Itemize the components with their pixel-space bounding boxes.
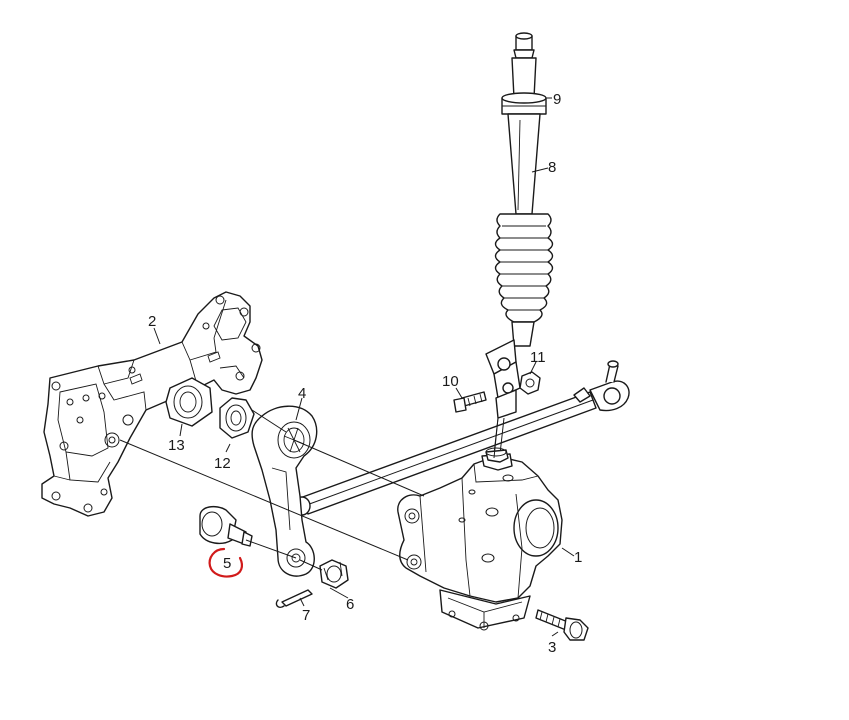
callout-11: 11 [530, 349, 546, 366]
bolt-10 [453, 391, 487, 413]
castle-nut-6 [319, 559, 349, 589]
universal-joint [485, 339, 521, 419]
callout-8: 8 [548, 159, 556, 176]
bellows-boot [494, 213, 554, 323]
callout-4: 4 [298, 385, 306, 402]
steering-gearbox [397, 447, 563, 631]
callout-7: 7 [302, 607, 310, 624]
callout-3: 3 [548, 639, 556, 656]
highlight-circle [208, 547, 243, 578]
callout-9: 9 [553, 91, 561, 108]
callout-6: 6 [346, 596, 354, 613]
nut-11 [519, 371, 541, 395]
steering-shaft [485, 32, 554, 455]
callout-10: 10 [442, 373, 459, 390]
large-nut-13 [165, 377, 213, 427]
washer-12 [219, 397, 255, 439]
ball-joint-5 [199, 505, 253, 547]
callout-13: 13 [168, 437, 185, 454]
callout-2: 2 [148, 313, 156, 330]
bolt-3 [535, 609, 589, 641]
tie-rod [293, 360, 630, 516]
callout-1: 1 [574, 549, 582, 566]
leader-lines [153, 97, 575, 637]
callout-12: 12 [214, 455, 231, 472]
pitman-arm [251, 405, 318, 577]
cotter-pin-7 [275, 589, 313, 609]
callout-5: 5 [223, 555, 231, 572]
alignment-lines [119, 409, 499, 571]
